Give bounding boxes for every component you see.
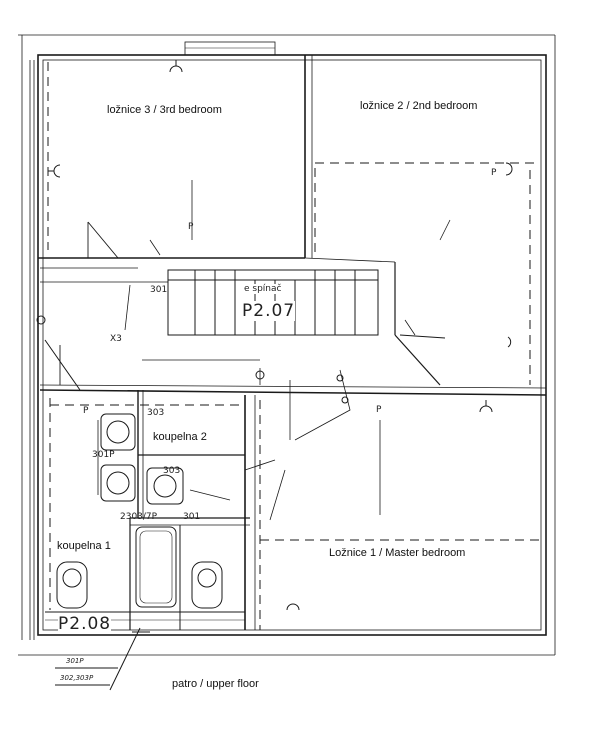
wiring [97, 180, 451, 521]
code-303: 303 [147, 408, 165, 418]
bathroom1-code: P2.08 [58, 614, 112, 634]
staircase [167, 269, 379, 336]
room-label-bedroom2: ložnice 2 / 2nd bedroom [358, 100, 480, 112]
leader-label-301p: 301P [66, 657, 84, 665]
code-303b: 303 [163, 466, 181, 476]
corridor-code: P2.07 [242, 301, 296, 321]
code-x3: X3 [110, 334, 122, 344]
code-301-b: 301 [183, 512, 201, 522]
letter-p-1: P [188, 222, 194, 232]
room-label-master-bedroom: Ložnice 1 / Master bedroom [327, 547, 468, 559]
letter-p-4: P [83, 406, 89, 416]
room-label-bedroom3: ložnice 3 / 3rd bedroom [105, 104, 224, 116]
code-301p: 301P [92, 450, 115, 460]
exterior-walls [18, 34, 556, 656]
leader-label-302-303p: 302,303P [60, 674, 94, 682]
code-301-corridor: 301 [150, 285, 168, 295]
interior-walls [38, 55, 547, 630]
plan-caption: patro / upper floor [170, 678, 261, 690]
room-label-bathroom2: koupelna 2 [151, 431, 209, 443]
fixture-symbols [36, 60, 513, 691]
letter-p-2: P [491, 168, 497, 178]
room-label-bathroom1: koupelna 1 [55, 540, 113, 552]
corridor-name: e spínač [244, 284, 282, 294]
dashed-lines [47, 62, 540, 630]
letter-p-3: P [376, 405, 382, 415]
code-2303-7p: 2303/7P [120, 512, 158, 522]
door-swings [59, 221, 446, 471]
